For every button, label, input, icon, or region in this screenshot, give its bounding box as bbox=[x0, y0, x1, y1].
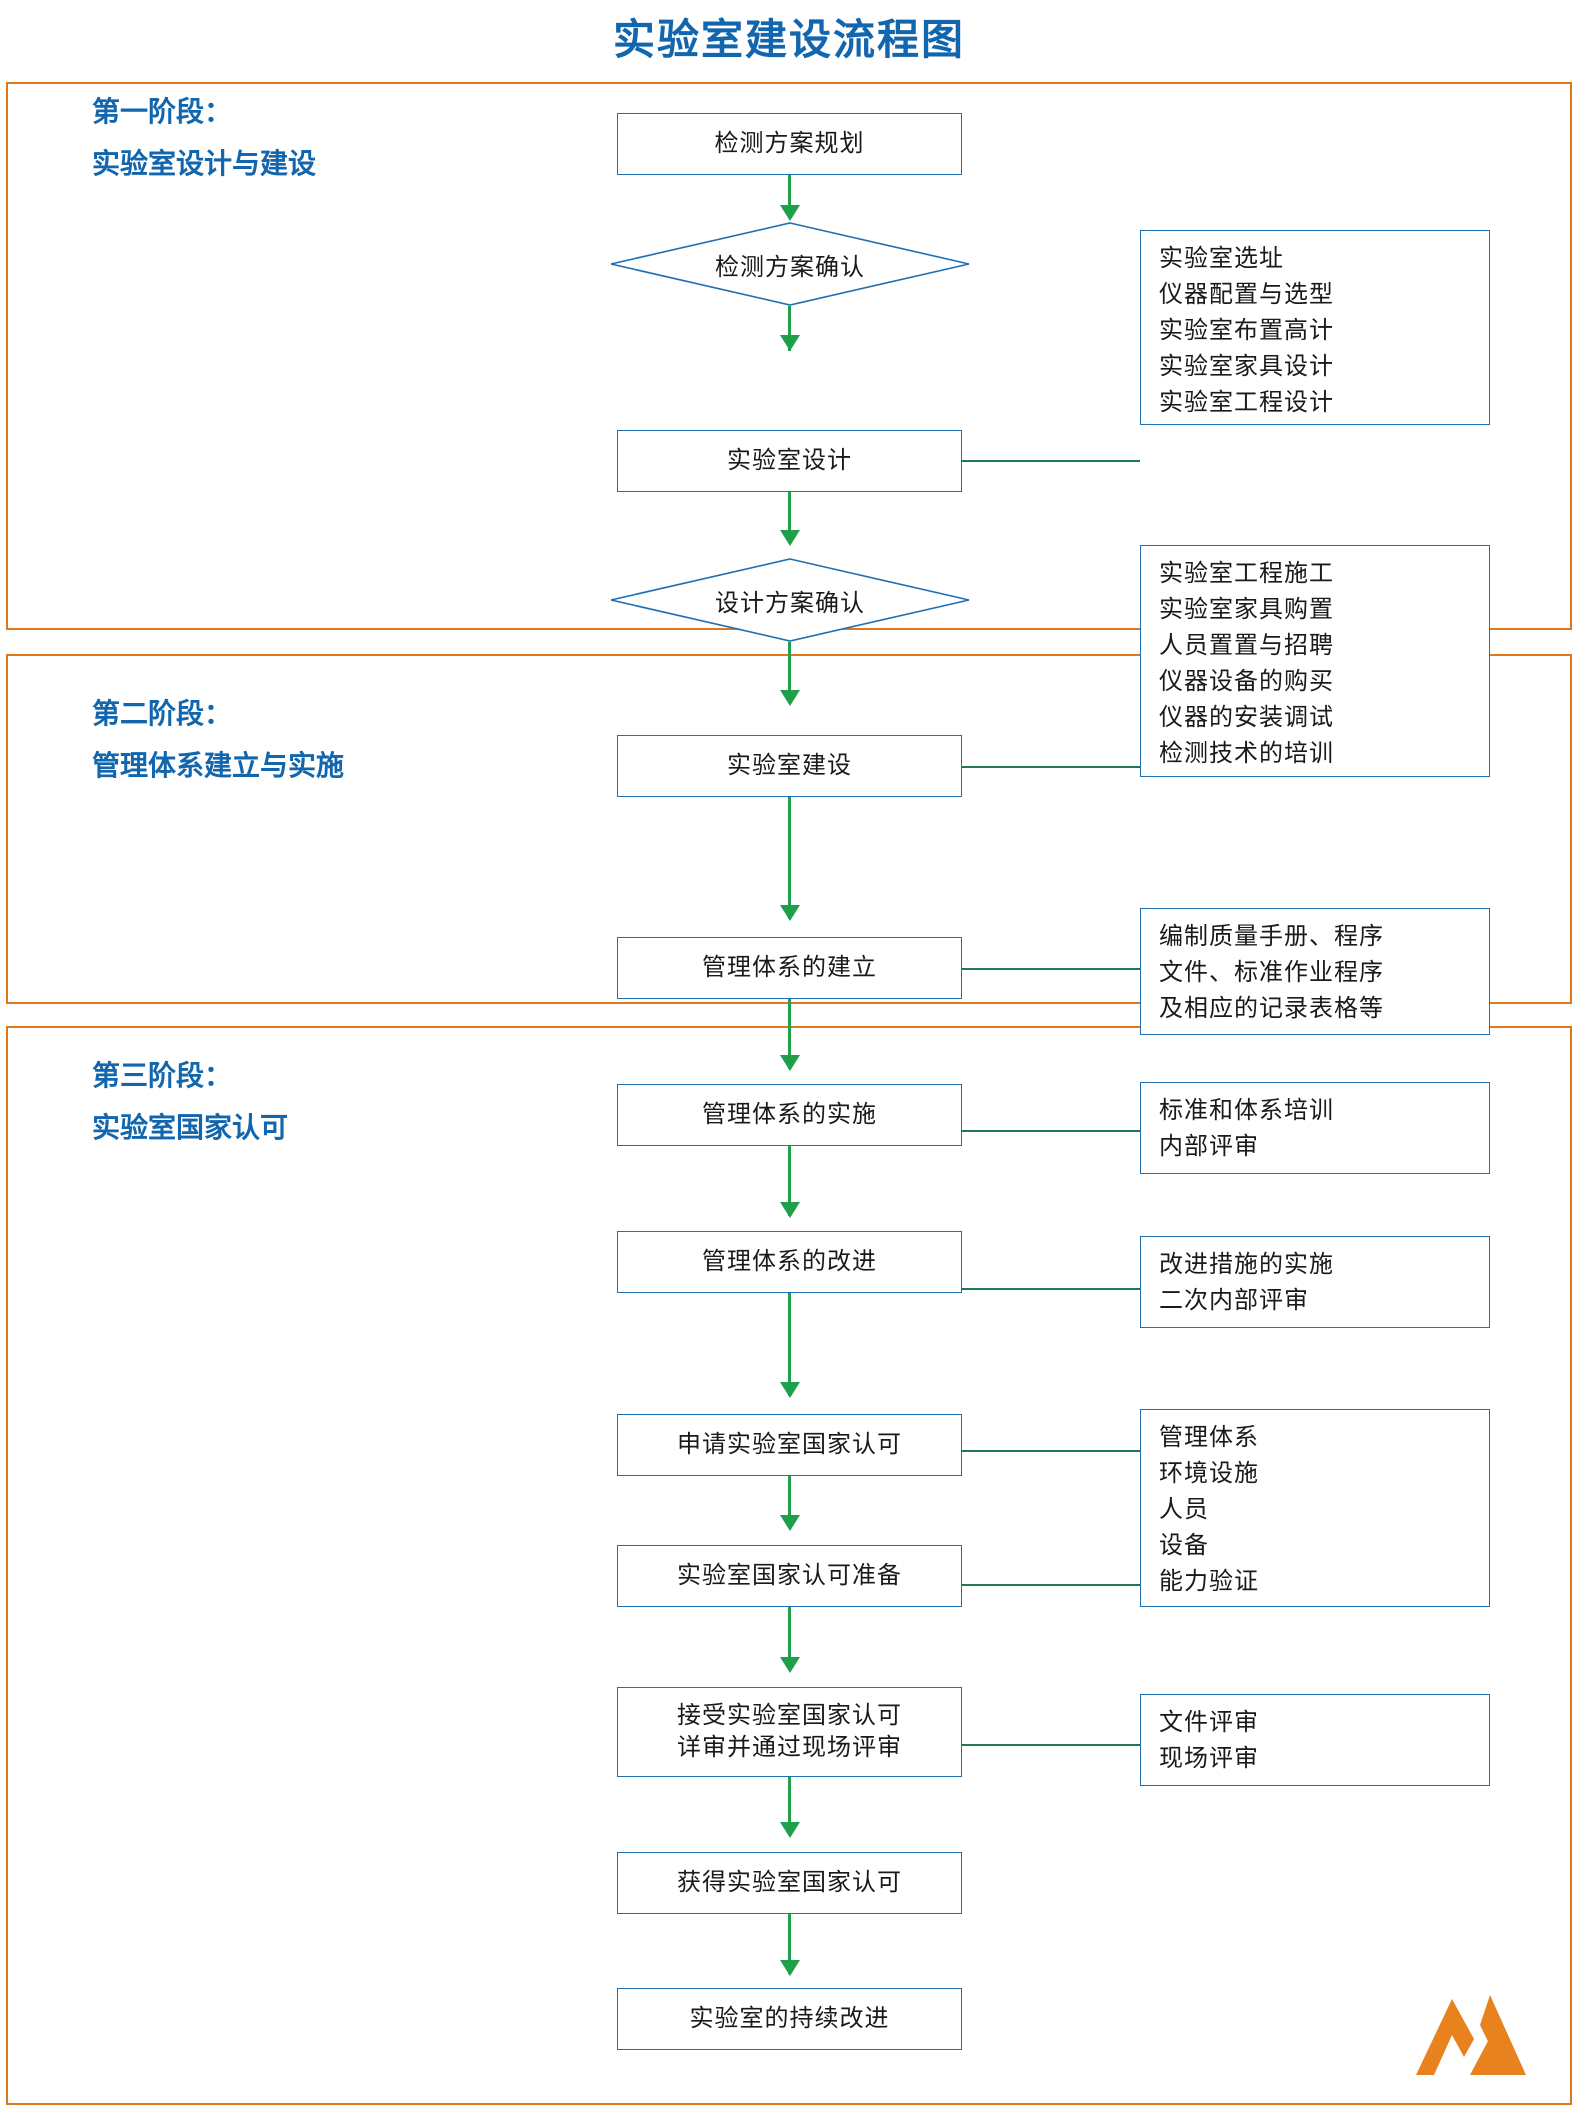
note7-line-1: 文件评审 bbox=[1159, 1709, 1259, 1736]
note1-line-3: 实验室布置高计 bbox=[1159, 317, 1334, 344]
note2-line-5: 仪器的安装调试 bbox=[1159, 704, 1334, 731]
connector-n10-note6 bbox=[962, 1584, 1140, 1586]
note6-line-1: 管理体系 bbox=[1159, 1424, 1259, 1451]
note6-line-4: 设备 bbox=[1159, 1532, 1209, 1559]
connector-n12-n13 bbox=[788, 1914, 791, 1974]
decision-label: 设计方案确认 bbox=[715, 589, 865, 617]
note-box-lab-design-items: 实验室选址 仪器配置与选型 实验室布置高计 实验室家具设计 实验室工程设计 bbox=[1140, 230, 1490, 425]
note2-line-2: 实验室家具购置 bbox=[1159, 596, 1334, 623]
node-lab-design[interactable]: 实验室设计 bbox=[617, 430, 962, 492]
connector-n3-note1 bbox=[962, 460, 1140, 462]
note2-line-6: 检测技术的培训 bbox=[1159, 740, 1334, 767]
stage-2-label: 第二阶段： 管理体系建立与实施 bbox=[92, 688, 344, 792]
note1-line-2: 仪器配置与选型 bbox=[1159, 281, 1334, 308]
stage-1-label-line2: 实验室设计与建设 bbox=[92, 148, 317, 179]
stage-1-label: 第一阶段： 实验室设计与建设 bbox=[92, 86, 316, 190]
note6-line-5: 能力验证 bbox=[1159, 1568, 1259, 1595]
note3-line-3: 及相应的记录表格等 bbox=[1159, 995, 1384, 1022]
connector-n5-n6 bbox=[788, 797, 791, 919]
note-box-accreditation-scope: 管理体系 环境设施 人员 设备 能力验证 bbox=[1140, 1409, 1490, 1607]
note3-line-2: 文件、标准作业程序 bbox=[1159, 959, 1384, 986]
node-test-plan-planning[interactable]: 检测方案规划 bbox=[617, 113, 962, 175]
node-continuous-improvement[interactable]: 实验室的持续改进 bbox=[617, 1988, 962, 2050]
stage-3-label: 第三阶段： 实验室国家认可 bbox=[92, 1050, 288, 1154]
connector-n10-n11 bbox=[788, 1607, 791, 1670]
note-box-lab-construction-items: 实验室工程施工 实验室家具购置 人员置置与招聘 仪器设备的购买 仪器的安装调试 … bbox=[1140, 545, 1490, 777]
note5-line-1: 改进措施的实施 bbox=[1159, 1251, 1334, 1278]
note1-line-1: 实验室选址 bbox=[1159, 245, 1284, 272]
diamond-shape bbox=[610, 558, 970, 642]
connector-n2-n3 bbox=[788, 306, 791, 351]
connector-n4-n5 bbox=[788, 642, 791, 698]
stage-2-label-line1: 第二阶段： bbox=[92, 698, 233, 729]
note3-line-1: 编制质量手册、程序 bbox=[1159, 923, 1384, 950]
mountain-m-logo bbox=[1412, 1979, 1530, 2079]
note1-line-5: 实验室工程设计 bbox=[1159, 389, 1334, 416]
connector-n5-note2 bbox=[962, 766, 1140, 768]
note2-line-4: 仪器设备的购买 bbox=[1159, 668, 1334, 695]
arrowhead-n11-n12 bbox=[780, 1822, 800, 1838]
connector-n11-note7 bbox=[962, 1744, 1140, 1746]
arrowhead-n6-n7 bbox=[780, 1055, 800, 1071]
connector-n3-n4 bbox=[788, 492, 791, 542]
note-box-improvement-audit: 改进措施的实施 二次内部评审 bbox=[1140, 1236, 1490, 1328]
page-title: 实验室建设流程图 bbox=[612, 16, 965, 63]
diamond-shape bbox=[610, 222, 970, 306]
node-lab-construction[interactable]: 实验室建设 bbox=[617, 735, 962, 797]
connector-n1-n2 bbox=[788, 175, 791, 211]
arrowhead-n2-n3b bbox=[780, 335, 800, 351]
arrowhead-n8-n9 bbox=[780, 1382, 800, 1398]
note-box-training-audit: 标准和体系培训 内部评审 bbox=[1140, 1082, 1490, 1174]
node-accept-review-onsite[interactable]: 接受实验室国家认可 详审并通过现场评审 bbox=[617, 1687, 962, 1777]
note7-line-2: 现场评审 bbox=[1159, 1745, 1259, 1772]
node-apply-national-accreditation[interactable]: 申请实验室国家认可 bbox=[617, 1414, 962, 1476]
node-prepare-national-accreditation[interactable]: 实验室国家认可准备 bbox=[617, 1545, 962, 1607]
stage-2-label-line2: 管理体系建立与实施 bbox=[92, 750, 345, 781]
note4-line-2: 内部评审 bbox=[1159, 1133, 1259, 1160]
arrowhead-n7-n8 bbox=[780, 1202, 800, 1218]
decision-design-plan-confirm[interactable]: 设计方案确认 bbox=[610, 558, 970, 642]
decision-test-plan-confirm[interactable]: 检测方案确认 bbox=[610, 222, 970, 306]
note6-line-3: 人员 bbox=[1159, 1496, 1209, 1523]
note4-line-1: 标准和体系培训 bbox=[1159, 1097, 1334, 1124]
connector-n6-note3 bbox=[962, 968, 1140, 970]
note-box-review-types: 文件评审 现场评审 bbox=[1140, 1694, 1490, 1786]
arrowhead-n4-n5 bbox=[780, 690, 800, 706]
arrowhead-n5-n6 bbox=[780, 905, 800, 921]
note5-line-2: 二次内部评审 bbox=[1159, 1287, 1309, 1314]
node-n11-line2: 详审并通过现场评审 bbox=[677, 1734, 902, 1761]
logo-shape bbox=[1416, 1995, 1526, 2075]
note2-line-3: 人员置置与招聘 bbox=[1159, 632, 1334, 659]
arrowhead-n9-n10 bbox=[780, 1515, 800, 1531]
arrowhead-n10-n11 bbox=[780, 1657, 800, 1673]
arrowhead-n1-n2 bbox=[780, 205, 800, 221]
connector-n8-note5 bbox=[962, 1288, 1140, 1290]
node-n11-line1: 接受实验室国家认可 bbox=[677, 1701, 902, 1729]
node-mgmt-system-implement[interactable]: 管理体系的实施 bbox=[617, 1084, 962, 1146]
connector-n9-note6 bbox=[962, 1450, 1140, 1452]
connector-n11-n12 bbox=[788, 1777, 791, 1835]
note1-line-4: 实验室家具设计 bbox=[1159, 353, 1334, 380]
node-obtain-national-accreditation[interactable]: 获得实验室国家认可 bbox=[617, 1852, 962, 1914]
connector-n8-n9 bbox=[788, 1293, 791, 1396]
arrowhead-n3-n4 bbox=[780, 530, 800, 546]
connector-n6-n7 bbox=[788, 999, 791, 1069]
decision-label: 检测方案确认 bbox=[715, 253, 865, 281]
connector-n9-n10 bbox=[788, 1476, 791, 1528]
note2-line-1: 实验室工程施工 bbox=[1159, 560, 1334, 587]
arrowhead-n12-n13 bbox=[780, 1960, 800, 1976]
node-mgmt-system-establish[interactable]: 管理体系的建立 bbox=[617, 937, 962, 999]
stage-1-label-line1: 第一阶段： bbox=[92, 96, 233, 127]
connector-n7-n8 bbox=[788, 1146, 791, 1216]
note-box-mgmt-docs: 编制质量手册、程序 文件、标准作业程序 及相应的记录表格等 bbox=[1140, 908, 1490, 1035]
stage-3-label-line1: 第三阶段： bbox=[92, 1060, 233, 1091]
node-mgmt-system-improve[interactable]: 管理体系的改进 bbox=[617, 1231, 962, 1293]
stage-3-label-line2: 实验室国家认可 bbox=[92, 1112, 289, 1143]
connector-n7-note4 bbox=[962, 1130, 1140, 1132]
note6-line-2: 环境设施 bbox=[1159, 1460, 1259, 1487]
